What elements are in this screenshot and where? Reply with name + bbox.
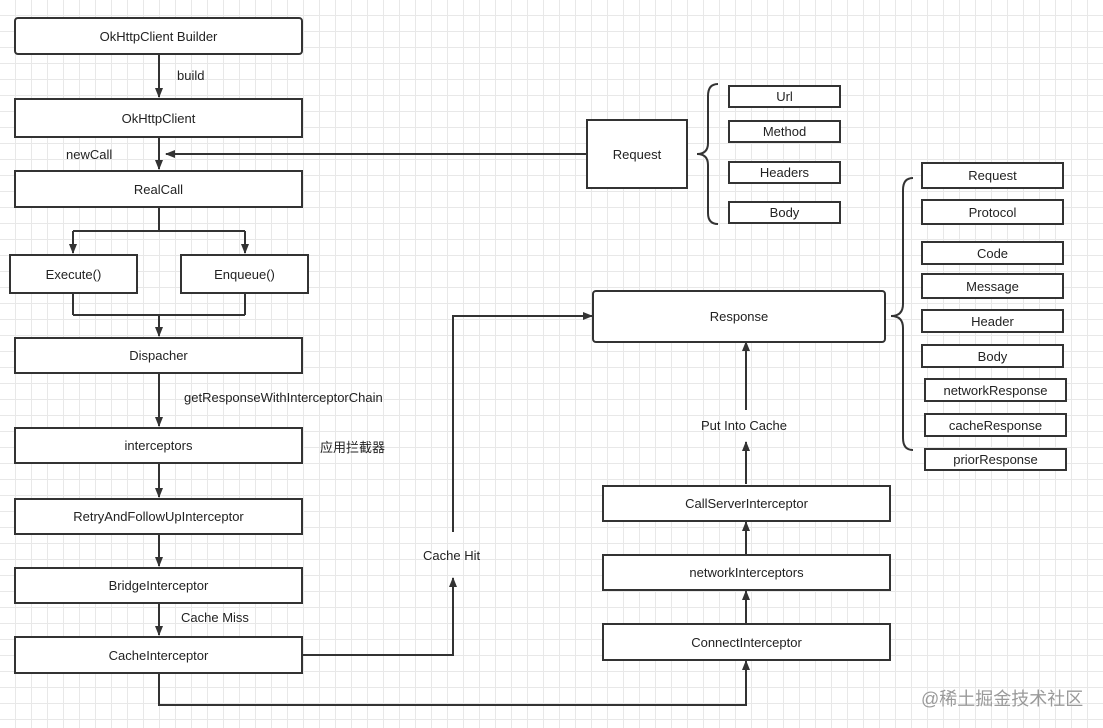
request-box: Request	[586, 119, 688, 189]
response-field-cacheresponse: cacheResponse	[924, 413, 1067, 437]
newcall-label: newCall	[66, 147, 113, 162]
enqueue-box: Enqueue()	[180, 254, 309, 294]
response-field-priorresponse: priorResponse	[924, 448, 1067, 471]
app-interceptor-label: 应用拦截器	[320, 440, 386, 455]
response-field-networkresponse: networkResponse	[924, 378, 1067, 402]
request-field-method: Method	[728, 120, 841, 143]
bridge-interceptor-box: BridgeInterceptor	[14, 567, 303, 604]
network-interceptors-box: networkInterceptors	[602, 554, 891, 591]
request-field-headers: Headers	[728, 161, 841, 184]
response-field-header: Header	[921, 309, 1064, 333]
watermark-text: @稀土掘金技术社区	[921, 689, 1084, 709]
execute-box: Execute()	[9, 254, 138, 294]
get-response-label: getResponseWithInterceptorChain	[184, 390, 383, 405]
response-box: Response	[592, 290, 886, 343]
interceptors-box: interceptors	[14, 427, 303, 464]
cache-interceptor-box: CacheInterceptor	[14, 636, 303, 674]
arrow-cache-hit-to-response	[452, 312, 593, 532]
cache-miss-label: Cache Miss	[181, 610, 249, 625]
response-brace	[890, 177, 914, 451]
request-field-url: Url	[728, 85, 841, 108]
arrow-cache-hit	[303, 577, 457, 656]
response-field-body: Body	[921, 344, 1064, 368]
request-field-body: Body	[728, 201, 841, 224]
retry-interceptor-box: RetryAndFollowUpInterceptor	[14, 498, 303, 535]
okhttpclient-box: OkHttpClient	[14, 98, 303, 138]
put-into-cache-label: Put Into Cache	[701, 418, 787, 433]
response-field-protocol: Protocol	[921, 199, 1064, 225]
cache-hit-label: Cache Hit	[423, 548, 481, 563]
connect-interceptor-box: ConnectInterceptor	[602, 623, 891, 661]
build-label: build	[177, 68, 205, 83]
response-field-message: Message	[921, 273, 1064, 299]
request-brace	[696, 83, 719, 225]
dispatcher-box: Dispacher	[14, 337, 303, 374]
call-server-interceptor-box: CallServerInterceptor	[602, 485, 891, 522]
response-field-code: Code	[921, 241, 1064, 265]
arrow-cache-miss-to-connect	[158, 660, 750, 706]
response-field-request: Request	[921, 162, 1064, 189]
okhttpclient-builder-box: OkHttpClient Builder	[14, 17, 303, 55]
realcall-box: RealCall	[14, 170, 303, 208]
